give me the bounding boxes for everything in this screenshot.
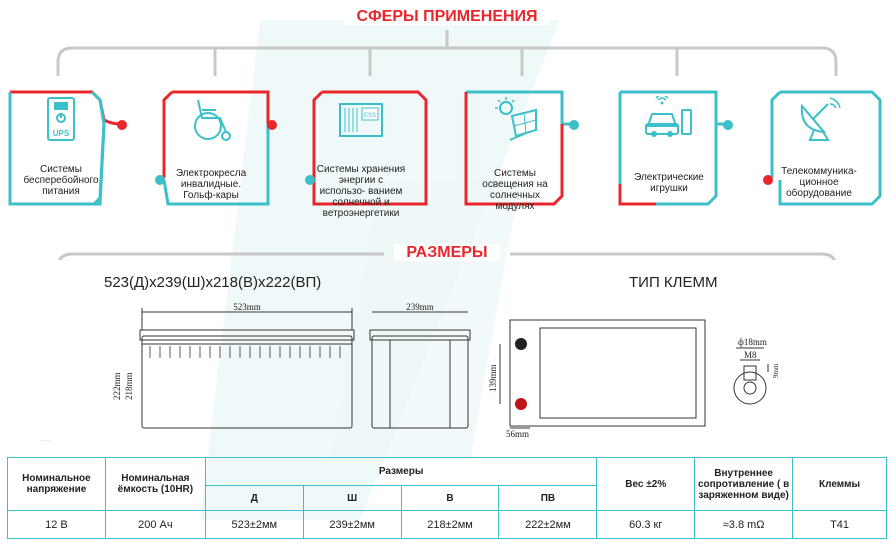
svg-text:ф18mm: ф18mm (738, 337, 767, 347)
application-label: Телекоммуника- ционное оборудование (781, 166, 857, 199)
applications-title: СФЕРЫ ПРИМЕНЕНИЯ (0, 8, 894, 26)
terminal-type-label: ТИП КЛЕММ (629, 274, 718, 291)
ups-icon: UPS (47, 97, 75, 141)
side-view-case (371, 335, 469, 429)
card-frame (8, 90, 127, 206)
battery-technical-drawing: 523mm 239mm 222mm 218mm 139mm 56mm ф18mm… (112, 302, 780, 439)
front-view-case (141, 335, 353, 429)
subheader-total-height: ПВ (498, 485, 598, 511)
header-terminals: Клеммы (792, 457, 887, 511)
svg-text:ESS: ESS (364, 113, 376, 119)
cell-voltage: 12 В (7, 510, 106, 539)
svg-text:139mm: 139mm (488, 364, 498, 392)
svg-text:56mm: 56mm (506, 429, 529, 439)
front-view-lid (139, 329, 355, 341)
subheader-width: Ш (302, 485, 402, 511)
application-label: Системы хранения энергии с использо- ван… (316, 164, 406, 219)
table-row: 12 В 200 Ач 523±2мм 239±2мм 218±2мм 222±… (7, 510, 887, 539)
svg-text:239mm: 239mm (406, 302, 434, 312)
cell-terminals: T41 (792, 510, 887, 539)
cell-capacity: 200 Ач (104, 510, 206, 539)
cell-length: 523±2мм (204, 510, 304, 539)
card-frame (763, 90, 882, 206)
application-card-toys: Электрические игрушки (616, 88, 733, 206)
svg-text:218mm: 218mm (124, 372, 134, 400)
wheelchair-icon (194, 99, 231, 141)
sizes-title: РАЗМЕРЫ (0, 244, 894, 262)
toy-car-icon (645, 96, 692, 137)
card-frame (305, 90, 428, 206)
svg-text:M8: M8 (744, 350, 757, 360)
terminal-positive (515, 398, 527, 410)
subheader-length: Д (204, 485, 304, 511)
subheader-height: В (400, 485, 500, 511)
svg-text:9mm: 9mm (772, 363, 780, 378)
solar-panel-icon (495, 97, 537, 141)
application-label: Системы бесперебойного питания (23, 164, 99, 197)
application-card-ups: UPS Системы бесперебойного питания (8, 88, 127, 206)
application-label: Электрические игрушки (634, 172, 704, 194)
cell-resistance: ≈3.8 mΩ (694, 510, 794, 539)
svg-text:UPS: UPS (53, 129, 70, 138)
top-view-case (509, 319, 706, 427)
application-label: Системы освещения на солнечных модулях (482, 168, 548, 212)
cell-weight: 60.3 кг (596, 510, 696, 539)
cell-height: 218±2мм (400, 510, 500, 539)
spec-table: Номинальное напряжение Номинальная ёмкос… (7, 457, 887, 539)
svg-text:523mm: 523mm (233, 302, 261, 312)
applications-tree (56, 30, 838, 260)
terminal-detail (733, 371, 767, 405)
dimensions-summary: 523(Д)x239(Ш)x218(В)x222(ВП) (104, 274, 322, 291)
cell-width: 239±2мм (302, 510, 402, 539)
svg-text:222mm: 222mm (112, 372, 122, 400)
application-card-wheelchair: Электрокресла инвалидные. Гольф-кары (155, 88, 277, 206)
application-card-solar: Системы освещения на солнечных модулях (462, 88, 579, 212)
header-capacity: Номинальная ёмкость (10HR) (104, 457, 206, 511)
header-voltage: Номинальное напряжение (7, 457, 106, 511)
cell-total-height: 222±2мм (498, 510, 598, 539)
application-card-telecom: Телекоммуника- ционное оборудование (763, 88, 882, 206)
ess-container-icon: ESS (339, 103, 383, 137)
header-weight: Вес ±2% (596, 457, 696, 511)
application-card-ess: ESS Системы хранения энергии с использо-… (305, 88, 428, 219)
header-resistance: Внутреннее сопротивление ( в заряженном … (694, 457, 794, 511)
card-frame (618, 90, 733, 206)
satellite-dish-icon (800, 97, 841, 141)
terminal-negative (515, 338, 527, 350)
application-label: Электрокресла инвалидные. Гольф-кары (175, 168, 247, 201)
card-frame (464, 90, 579, 206)
card-frame (155, 90, 277, 206)
tiny-note: . . . . (40, 437, 50, 443)
header-dimensions: Размеры (204, 457, 598, 486)
